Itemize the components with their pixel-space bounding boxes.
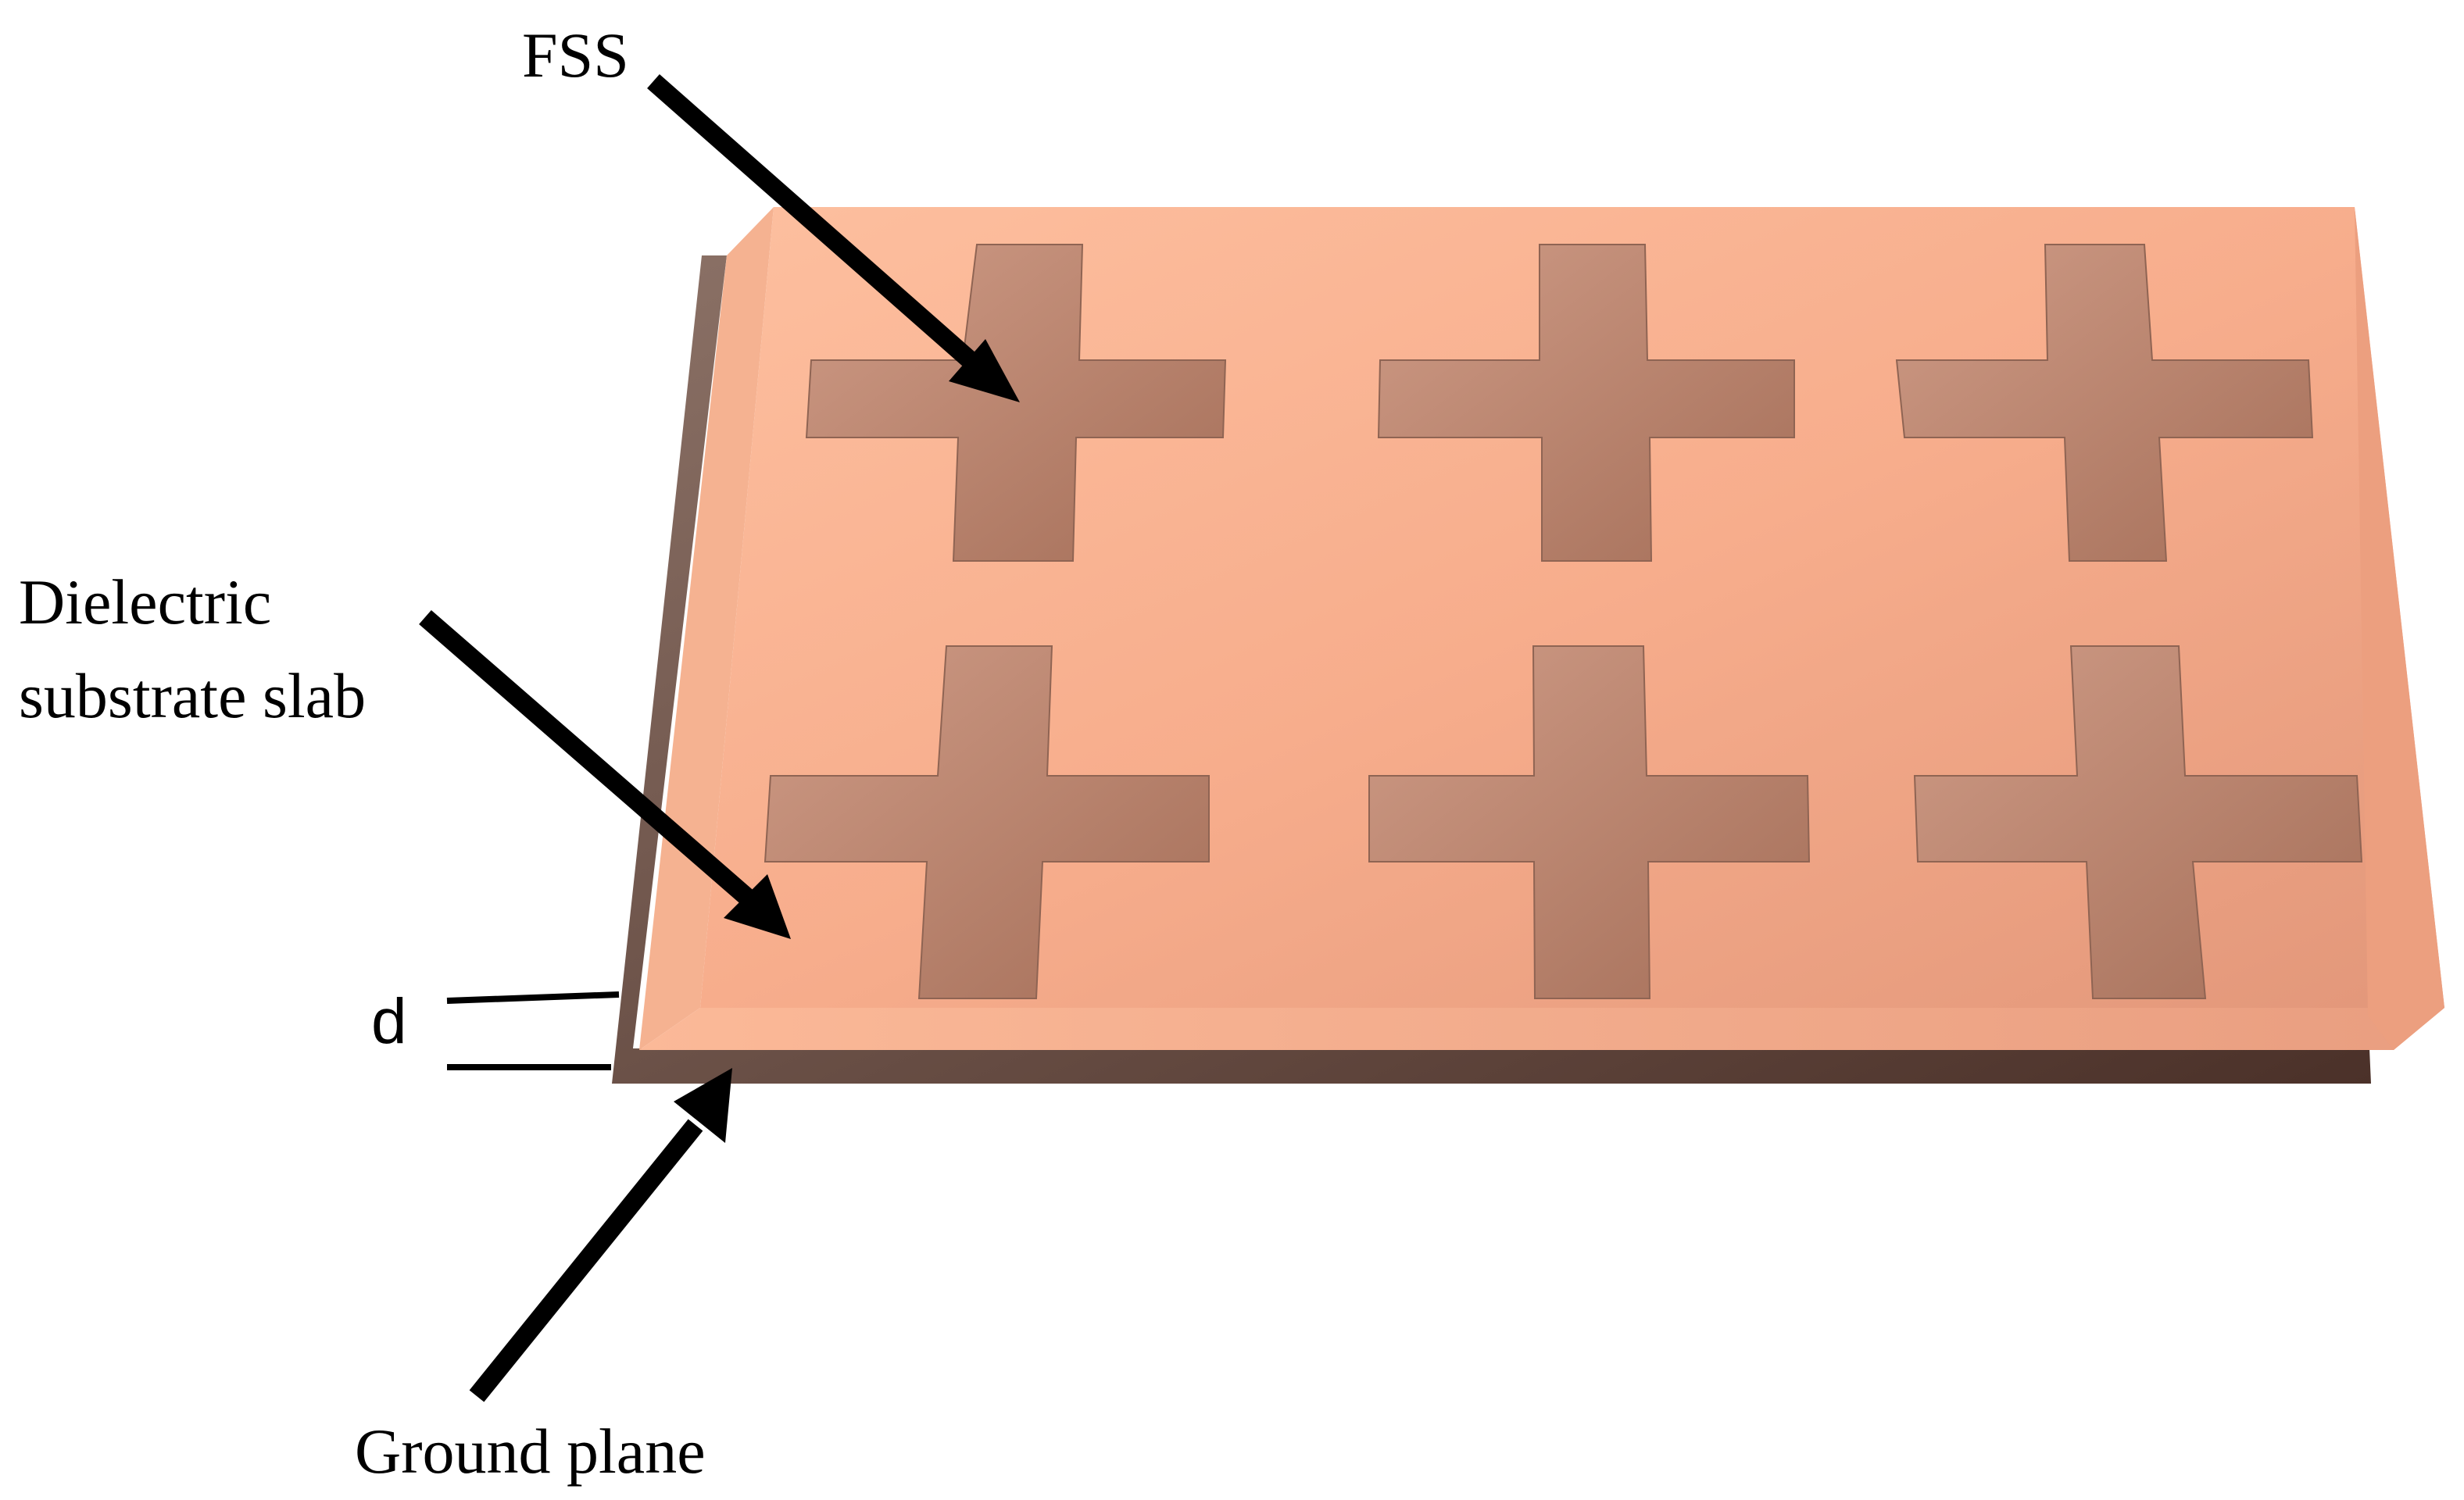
fss-cross-r2-c2 <box>1368 645 1811 999</box>
arrow-fss <box>647 73 1020 402</box>
fss-array <box>764 244 2363 999</box>
thickness-indicator <box>446 991 620 1070</box>
fss-cross-r1-c3 <box>1895 244 2314 562</box>
arrow-dielectric <box>419 609 791 939</box>
label-ground-plane: Ground plane <box>355 1416 706 1487</box>
label-fss: FSS <box>522 20 629 91</box>
label-dielectric-line1: Dielectric <box>19 566 271 638</box>
label-dielectric-line2: substrate slab <box>19 660 366 731</box>
arrow-ground-plane <box>469 1068 732 1402</box>
slab-right-face <box>2355 207 2444 1050</box>
label-thickness-d: d <box>371 986 407 1057</box>
fss-cross-r1-c2 <box>1377 244 1795 562</box>
slab-front-face <box>639 1008 2444 1050</box>
fss-cross-r1-c1 <box>805 244 1227 562</box>
fss-cross-r2-c3 <box>1913 645 2363 999</box>
fss-cross-r2-c1 <box>764 645 1210 999</box>
thickness-top-line <box>446 991 620 1004</box>
